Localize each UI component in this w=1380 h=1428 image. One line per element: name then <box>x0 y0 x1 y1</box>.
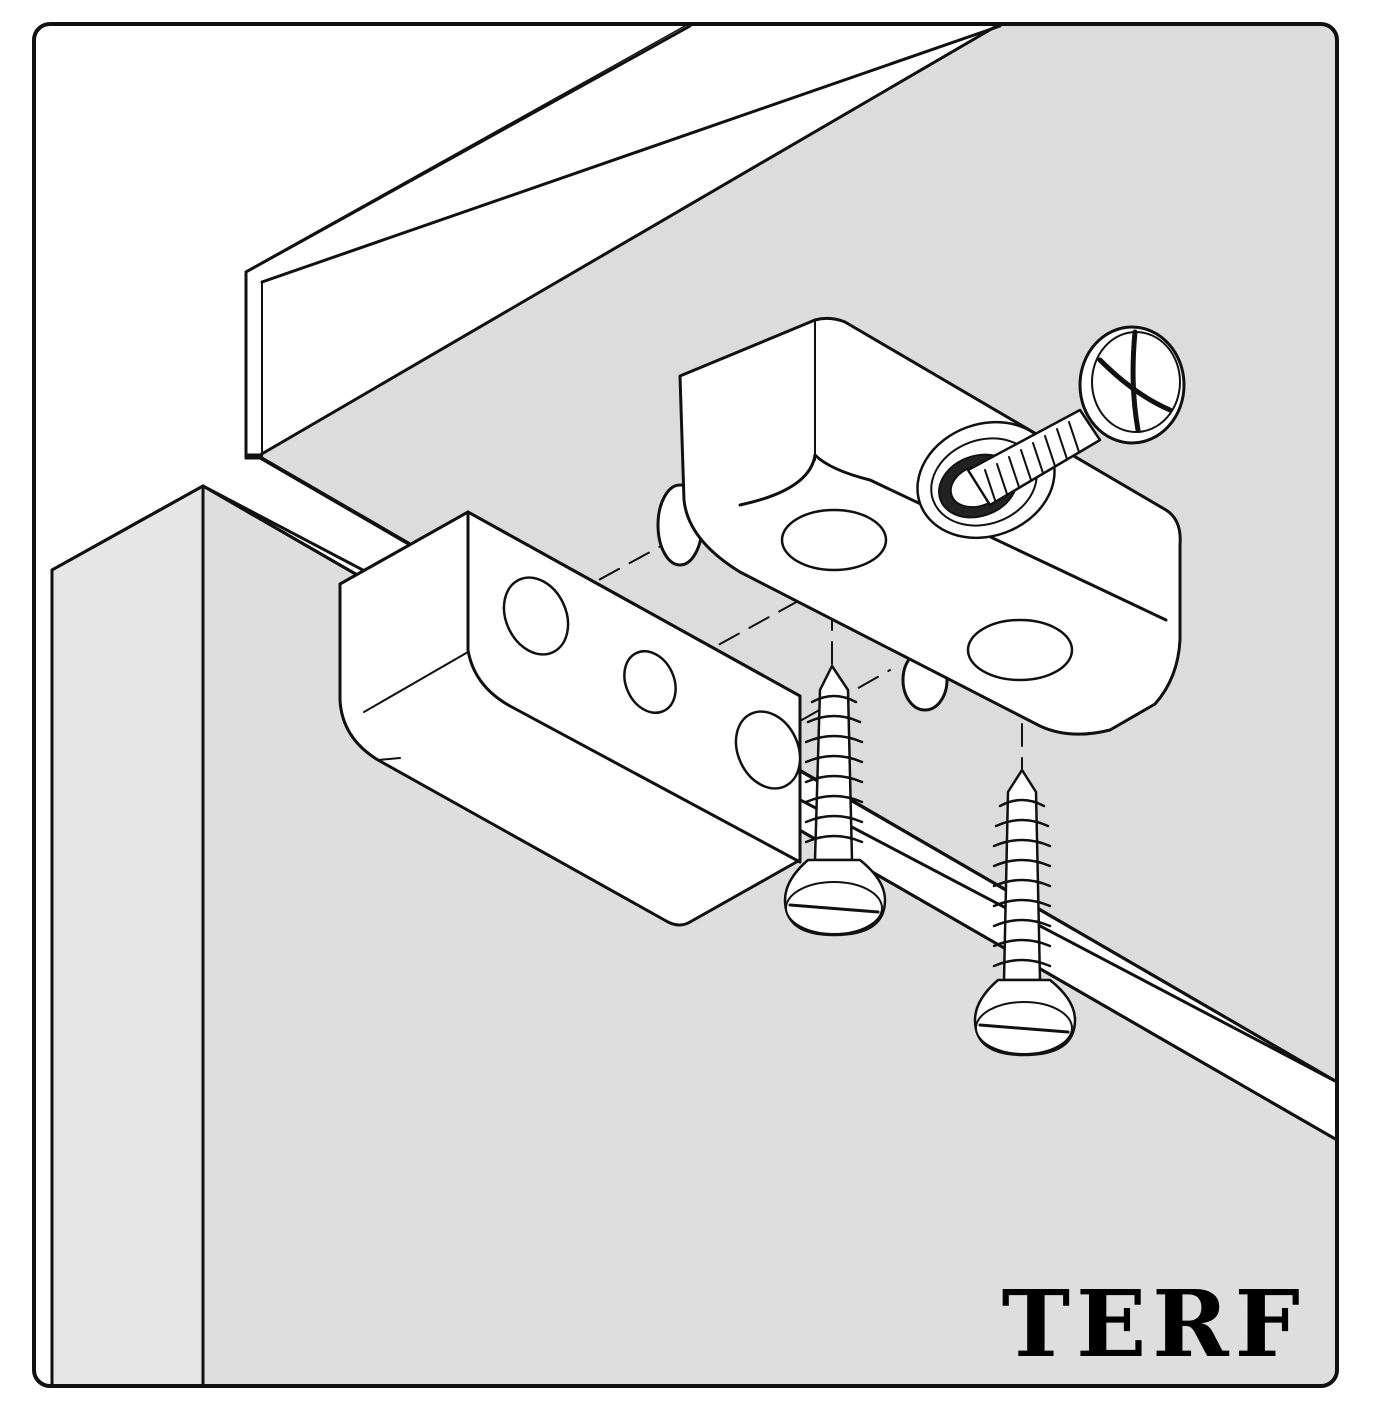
frame-border <box>32 22 1339 1388</box>
connector-block-right <box>656 316 1182 736</box>
brand-logo-text: TERF <box>1001 1270 1306 1378</box>
mounting-block-left <box>338 510 802 927</box>
wood-screw-icon <box>783 664 887 937</box>
machine-bolt-icon <box>966 325 1186 507</box>
block-holes <box>502 576 802 790</box>
connector-holes <box>780 508 1074 682</box>
wood-screw-icon <box>973 768 1077 1057</box>
